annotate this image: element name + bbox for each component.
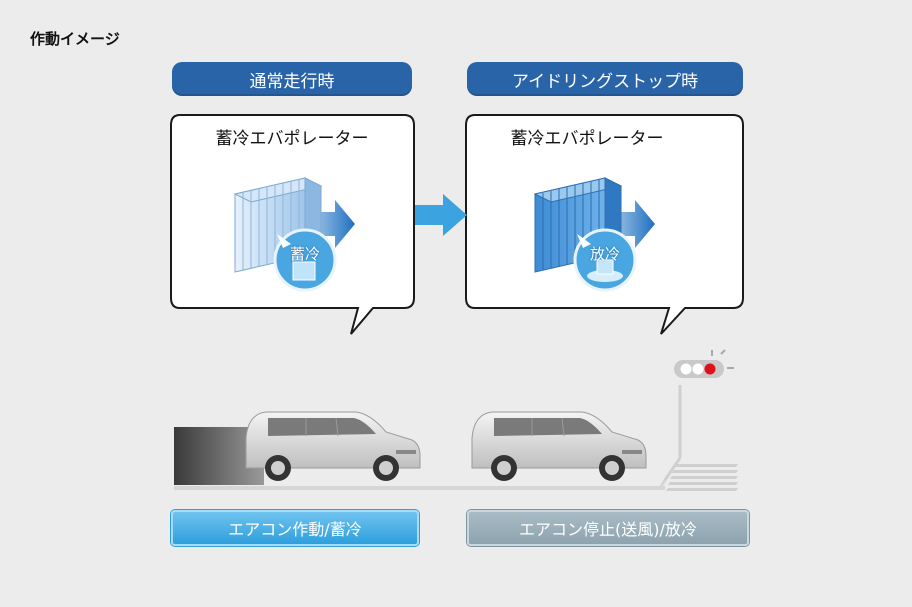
minivan-icon [245, 411, 421, 481]
badge-label-discharge: 放冷 [589, 245, 620, 263]
evaporator-icon [533, 177, 655, 292]
bubble-label-idling: 蓄冷エバポレーター [510, 129, 664, 149]
page-title: 作動イメージ [30, 30, 120, 48]
evaporator-icon [233, 177, 355, 292]
status-label-ac-on: エアコン作動/蓄冷 [171, 510, 419, 546]
right-arrow-icon [415, 194, 467, 236]
panel-header-idling-stop: アイドリングストップ時 [467, 62, 743, 96]
badge-label-charge: 蓄冷 [289, 245, 320, 263]
bubble-label-normal: 蓄冷エバポレーター [215, 129, 369, 149]
minivan-icon [471, 411, 647, 481]
status-label-ac-off: エアコン停止(送風)/放冷 [467, 510, 749, 546]
panel-header-normal-driving: 通常走行時 [172, 62, 412, 96]
traffic-light-icon [674, 349, 734, 378]
